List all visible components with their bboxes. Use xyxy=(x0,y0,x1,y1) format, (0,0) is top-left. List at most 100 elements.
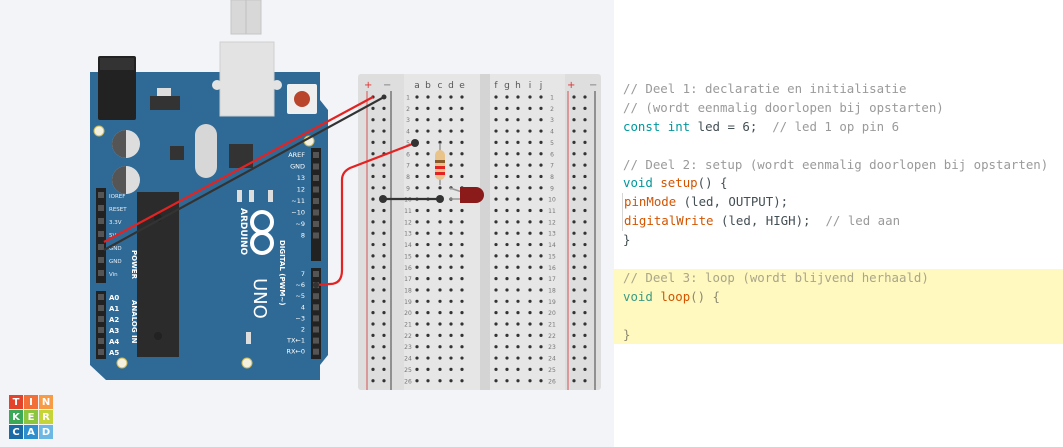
breadboard-hole[interactable] xyxy=(449,242,453,247)
breadboard-hole[interactable] xyxy=(572,186,576,190)
breadboard-hole[interactable] xyxy=(572,265,576,269)
code-line[interactable]: ​ xyxy=(614,250,1063,269)
breadboard-hole[interactable] xyxy=(460,333,464,337)
breadboard-hole[interactable] xyxy=(371,311,375,315)
breadboard-hole[interactable] xyxy=(539,106,543,110)
breadboard-hole[interactable] xyxy=(572,288,576,292)
wires[interactable] xyxy=(103,94,444,289)
breadboard-hole[interactable] xyxy=(583,152,587,156)
breadboard-hole[interactable] xyxy=(539,265,543,269)
header-pin[interactable] xyxy=(313,198,319,204)
breadboard-hole[interactable] xyxy=(371,333,375,337)
breadboard-hole[interactable] xyxy=(528,277,532,281)
breadboard-hole[interactable] xyxy=(494,106,498,110)
header-pin[interactable] xyxy=(98,205,104,211)
header-pin[interactable] xyxy=(313,175,319,181)
breadboard-hole[interactable] xyxy=(505,345,509,349)
breadboard-hole[interactable] xyxy=(371,345,375,349)
breadboard-hole[interactable] xyxy=(415,220,419,224)
breadboard-hole[interactable] xyxy=(572,208,576,213)
code-lines[interactable]: // Deel 1: declaratie en initialisatie//… xyxy=(614,80,1063,345)
breadboard-hole[interactable] xyxy=(438,277,442,281)
breadboard-hole[interactable] xyxy=(528,129,532,133)
breadboard-hole[interactable] xyxy=(528,106,532,110)
breadboard-hole[interactable] xyxy=(494,265,498,269)
breadboard-hole[interactable] xyxy=(494,356,498,360)
breadboard-hole[interactable] xyxy=(516,118,520,122)
breadboard-hole[interactable] xyxy=(415,288,419,292)
breadboard-hole[interactable] xyxy=(583,220,587,224)
breadboard-hole[interactable] xyxy=(494,174,498,179)
breadboard-hole[interactable] xyxy=(505,254,509,258)
breadboard-hole[interactable] xyxy=(460,367,464,371)
breadboard-hole[interactable] xyxy=(494,311,498,315)
breadboard-hole[interactable] xyxy=(494,277,498,281)
breadboard-hole[interactable] xyxy=(371,379,375,383)
breadboard-hole[interactable] xyxy=(494,367,498,371)
breadboard-hole[interactable] xyxy=(572,118,576,122)
breadboard-hole[interactable] xyxy=(415,242,419,247)
breadboard-hole[interactable] xyxy=(539,345,543,349)
breadboard-hole[interactable] xyxy=(539,152,543,156)
breadboard-hole[interactable] xyxy=(382,322,386,326)
breadboard-hole[interactable] xyxy=(528,208,532,213)
breadboard-hole[interactable] xyxy=(528,356,532,360)
breadboard-hole[interactable] xyxy=(494,95,498,99)
breadboard-hole[interactable] xyxy=(505,265,509,269)
breadboard-hole[interactable] xyxy=(528,231,532,235)
breadboard-hole[interactable] xyxy=(494,186,498,190)
breadboard-hole[interactable] xyxy=(516,311,520,315)
breadboard-hole[interactable] xyxy=(415,345,419,349)
breadboard-hole[interactable] xyxy=(382,220,386,224)
breadboard-hole[interactable] xyxy=(449,311,453,315)
breadboard-hole[interactable] xyxy=(371,140,375,144)
header-pin[interactable] xyxy=(98,231,104,237)
breadboard-hole[interactable] xyxy=(539,333,543,337)
breadboard-hole[interactable] xyxy=(505,322,509,326)
breadboard-hole[interactable] xyxy=(415,186,419,190)
breadboard-hole[interactable] xyxy=(460,208,464,213)
code-line[interactable]: void setup() { xyxy=(614,174,1063,193)
breadboard-hole[interactable] xyxy=(438,231,442,235)
breadboard-hole[interactable] xyxy=(415,163,419,167)
breadboard-hole[interactable] xyxy=(494,333,498,337)
breadboard-hole[interactable] xyxy=(382,174,386,179)
breadboard-hole[interactable] xyxy=(572,197,576,201)
breadboard-hole[interactable] xyxy=(516,220,520,224)
breadboard-hole[interactable] xyxy=(516,345,520,349)
breadboard-hole[interactable] xyxy=(415,277,419,281)
breadboard-hole[interactable] xyxy=(382,333,386,337)
breadboard-hole[interactable] xyxy=(426,140,430,144)
breadboard-hole[interactable] xyxy=(583,311,587,315)
breadboard-hole[interactable] xyxy=(449,299,453,303)
breadboard-hole[interactable] xyxy=(528,174,532,179)
breadboard-hole[interactable] xyxy=(371,220,375,224)
breadboard-hole[interactable] xyxy=(494,140,498,144)
breadboard-hole[interactable] xyxy=(371,208,375,213)
breadboard-hole[interactable] xyxy=(438,140,442,144)
breadboard-hole[interactable] xyxy=(528,220,532,224)
breadboard-hole[interactable] xyxy=(505,95,509,99)
breadboard-hole[interactable] xyxy=(528,288,532,292)
breadboard-hole[interactable] xyxy=(505,174,509,179)
header-pin[interactable] xyxy=(98,316,104,322)
breadboard-hole[interactable] xyxy=(449,288,453,292)
breadboard-hole[interactable] xyxy=(415,129,419,133)
breadboard-hole[interactable] xyxy=(426,242,430,247)
breadboard-hole[interactable] xyxy=(449,322,453,326)
breadboard-hole[interactable] xyxy=(528,186,532,190)
header-pin[interactable] xyxy=(313,293,319,300)
breadboard-hole[interactable] xyxy=(583,186,587,190)
breadboard-hole[interactable] xyxy=(516,277,520,281)
header-pin[interactable] xyxy=(98,257,104,263)
breadboard-hole[interactable] xyxy=(415,311,419,315)
breadboard-hole[interactable] xyxy=(460,345,464,349)
breadboard-hole[interactable] xyxy=(539,197,543,201)
breadboard-hole[interactable] xyxy=(426,231,430,235)
breadboard-hole[interactable] xyxy=(438,129,442,133)
breadboard-hole[interactable] xyxy=(505,208,509,213)
breadboard-hole[interactable] xyxy=(505,197,509,201)
code-line[interactable]: void loop() { xyxy=(614,287,1063,307)
breadboard-hole[interactable] xyxy=(382,299,386,303)
